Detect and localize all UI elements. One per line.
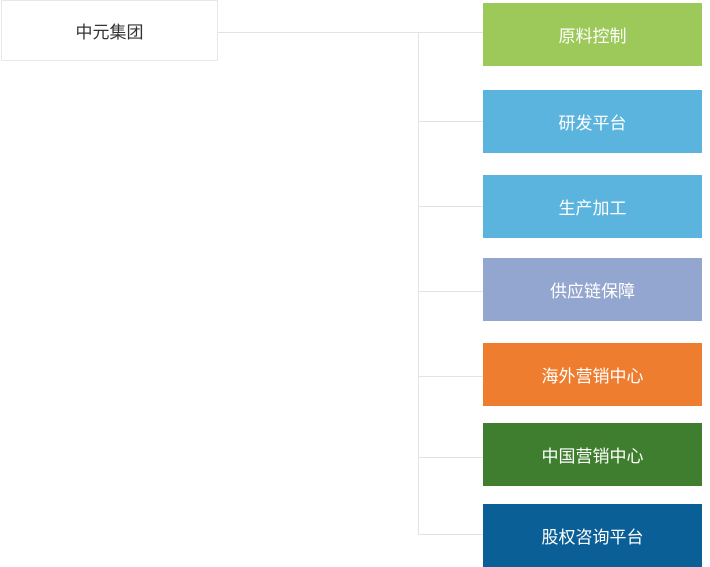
branch-line-7 — [418, 534, 483, 535]
node-rd-platform[interactable]: 研发平台 — [483, 90, 702, 153]
node-label: 中国营销中心 — [541, 447, 644, 467]
root-node-label: 中元集团 — [75, 23, 144, 43]
branch-line-2 — [418, 121, 483, 122]
root-connector — [218, 32, 483, 33]
branch-line-6 — [418, 457, 483, 458]
trunk-line — [418, 32, 419, 534]
node-label: 供应链保障 — [550, 282, 635, 302]
node-raw-material-control[interactable]: 原料控制 — [483, 3, 702, 66]
root-node: 中元集团 — [1, 0, 218, 61]
node-production[interactable]: 生产加工 — [483, 175, 702, 238]
node-supply-chain[interactable]: 供应链保障 — [483, 258, 702, 321]
node-label: 原料控制 — [558, 27, 627, 47]
node-equity-consulting[interactable]: 股权咨询平台 — [483, 504, 702, 567]
node-china-marketing[interactable]: 中国营销中心 — [483, 423, 702, 486]
branch-line-4 — [418, 291, 483, 292]
node-overseas-marketing[interactable]: 海外营销中心 — [483, 343, 702, 406]
branch-line-3 — [418, 206, 483, 207]
branch-line-5 — [418, 376, 483, 377]
node-label: 生产加工 — [558, 199, 627, 219]
node-label: 海外营销中心 — [541, 367, 644, 387]
node-label: 股权咨询平台 — [541, 528, 644, 548]
node-label: 研发平台 — [558, 114, 627, 134]
